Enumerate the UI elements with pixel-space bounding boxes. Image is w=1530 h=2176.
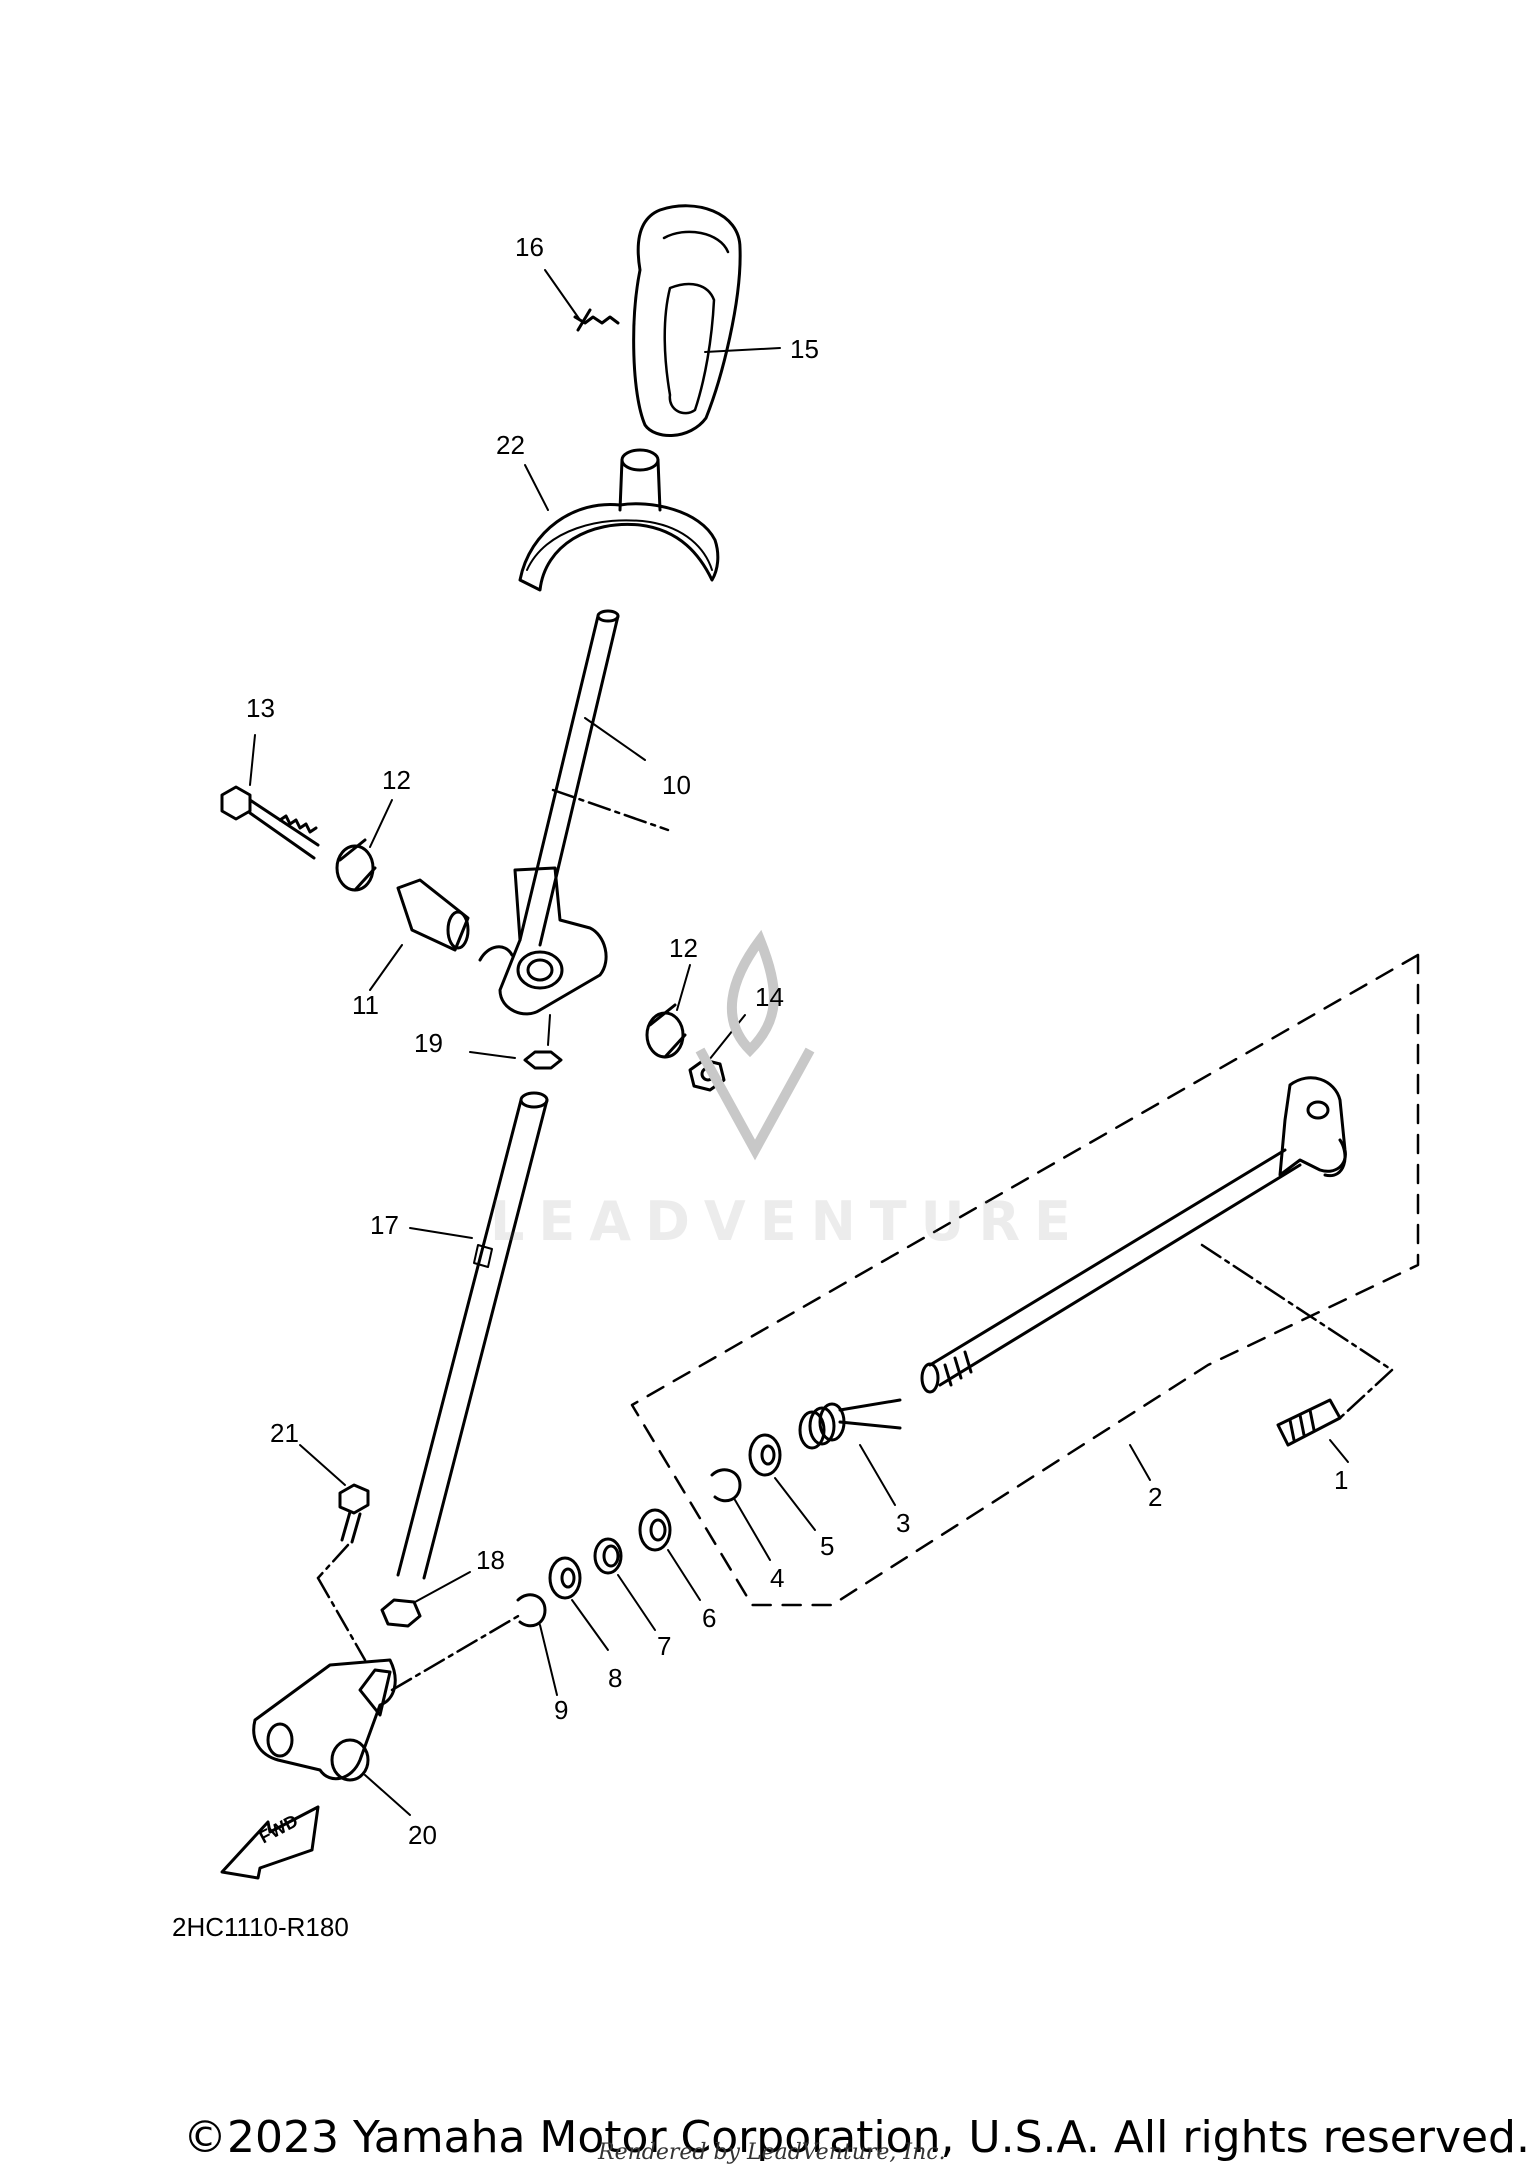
shift-arm: [252, 1658, 397, 1782]
callout-2: 2: [1148, 1482, 1163, 1512]
callout-15: 15: [790, 334, 819, 364]
shift-lever: [478, 609, 620, 1016]
callout-7: 7: [657, 1631, 672, 1661]
callout-17: 17: [370, 1210, 399, 1240]
knob-screw: [573, 308, 620, 332]
callout-14: 14: [755, 982, 784, 1012]
fwd-direction-arrow: [220, 1805, 320, 1880]
callout-3: 3: [896, 1508, 911, 1538]
copyright-notice: ©2023 Yamaha Motor Corporation, U.S.A. A…: [183, 2112, 1530, 2163]
callout-5: 5: [820, 1531, 835, 1561]
bushing-b: [645, 1003, 687, 1059]
pivot-bolt: [220, 785, 320, 860]
callout-4: 4: [770, 1563, 785, 1593]
circlip-lower: [516, 1593, 547, 1628]
callout-21: 21: [270, 1418, 299, 1448]
shift-boot: [518, 448, 720, 592]
shift-knob: [632, 204, 742, 437]
shift-shaft: [920, 1076, 1347, 1394]
callout-13: 13: [246, 693, 275, 723]
callout-16: 16: [515, 232, 544, 262]
callout-6: 6: [702, 1603, 717, 1633]
callout-11: 11: [352, 990, 379, 1020]
arm-bolt: [338, 1483, 370, 1544]
callout-10: 10: [662, 770, 691, 800]
stopper-stud: [1276, 1398, 1342, 1447]
shift-rod: [396, 1091, 549, 1580]
assembly-outline-dashed: [630, 953, 1420, 1607]
callout-18: 18: [476, 1545, 505, 1575]
watermark-text: LEADVENTURE: [490, 1190, 1085, 1253]
callout-12b: 12: [669, 933, 698, 963]
washer-5: [748, 1433, 782, 1477]
callout-22: 22: [496, 430, 525, 460]
assembly-guide-lines: [316, 788, 1394, 1692]
rod-nut-upper: [523, 1014, 563, 1070]
washer-8: [548, 1556, 582, 1600]
leader-lines: [249, 269, 1349, 1816]
drawing-code: 2HC1110-R180: [172, 1912, 349, 1942]
callout-1: 1: [1334, 1465, 1349, 1495]
callout-20: 20: [408, 1820, 437, 1850]
callout-12a: 12: [382, 765, 411, 795]
collar: [396, 878, 470, 952]
callout-9: 9: [554, 1695, 569, 1725]
rod-nut-lower: [380, 1598, 422, 1628]
circlip-upper: [710, 1468, 742, 1503]
washer-6: [638, 1508, 672, 1552]
callout-19: 19: [414, 1028, 443, 1058]
watermark-logo: [695, 929, 815, 1161]
callout-8: 8: [608, 1663, 623, 1693]
return-spring: [798, 1398, 902, 1450]
oil-seal: [593, 1537, 623, 1575]
bushing-a: [335, 838, 377, 892]
render-credit: Rendered by LeadVenture, Inc.: [598, 2140, 946, 2165]
